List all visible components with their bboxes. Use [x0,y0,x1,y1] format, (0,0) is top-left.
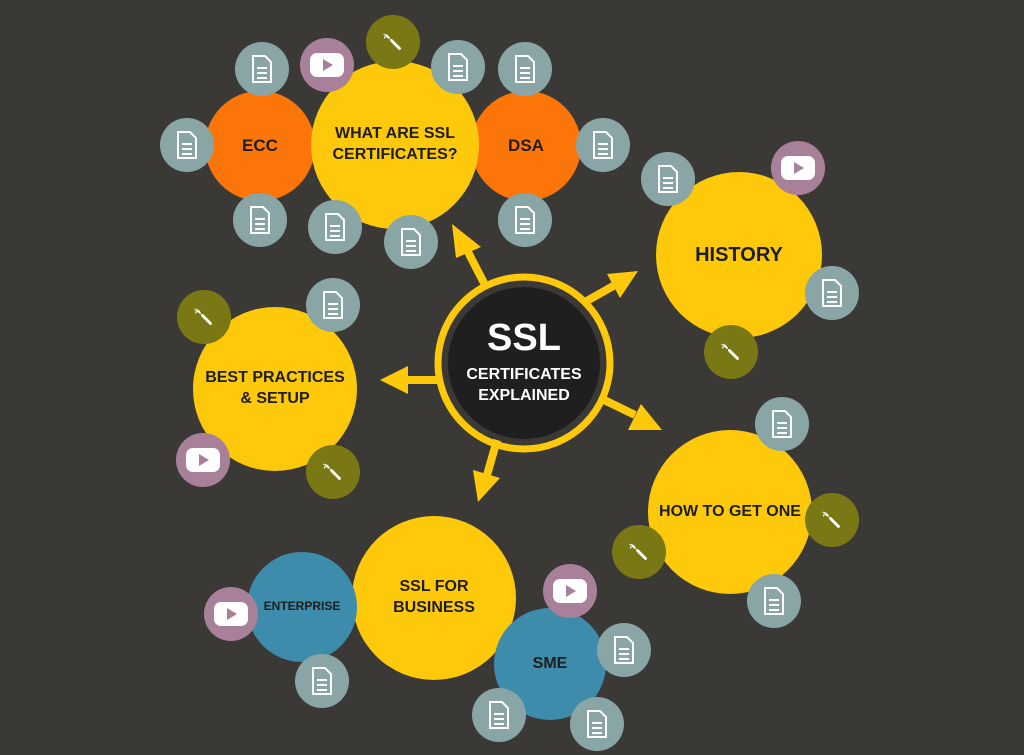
node-enterprise[interactable]: ENTERPRISE [247,552,357,662]
video-badge[interactable] [771,141,825,195]
document-icon [764,587,784,615]
document-badge[interactable] [641,152,695,206]
node-ssl-business[interactable]: SSL FOR BUSINESS [352,516,516,680]
arrow-history [583,271,638,306]
node-how-to-get-one[interactable]: HOW TO GET ONE [648,430,812,594]
document-icon [587,710,607,738]
arrow-what-are [452,224,489,287]
document-badge[interactable] [498,193,552,247]
tool-badge[interactable] [306,445,360,499]
node-dsa[interactable]: DSA [471,91,581,201]
arrow-ssl-business [473,438,501,502]
tool-badge[interactable] [704,325,758,379]
document-icon [515,55,535,83]
document-icon [772,410,792,438]
document-badge[interactable] [233,193,287,247]
document-icon [448,53,468,81]
document-badge[interactable] [431,40,485,94]
label-ecc: ECC [242,135,278,155]
document-icon [325,213,345,241]
document-icon [614,636,634,664]
document-icon [489,701,509,729]
document-badge[interactable] [235,42,289,96]
document-badge[interactable] [576,118,630,172]
node-ecc[interactable]: ECC [205,91,315,201]
document-icon [658,165,678,193]
document-badge[interactable] [805,266,859,320]
video-icon [553,579,587,603]
document-badge[interactable] [472,688,526,742]
video-icon [214,602,248,626]
center-subtitle: CERTIFICATES EXPLAINED [466,366,582,404]
document-icon [515,206,535,234]
document-icon [323,291,343,319]
label-ssl-business: SSL FOR BUSINESS [393,578,475,616]
document-badge[interactable] [597,623,651,677]
document-icon [312,667,332,695]
document-icon [250,206,270,234]
arrow-best-practices [380,366,440,394]
document-badge[interactable] [747,574,801,628]
wrench-icon [822,510,840,528]
label-history: HISTORY [695,244,783,266]
document-icon [177,131,197,159]
center-node: SSL CERTIFICATES EXPLAINED [448,287,600,439]
wrench-icon [383,32,401,50]
document-badge[interactable] [306,278,360,332]
video-badge[interactable] [204,587,258,641]
video-icon [310,53,344,77]
label-enterprise: ENTERPRISE [263,599,341,614]
video-icon [781,156,815,180]
wrench-icon [323,462,341,480]
document-icon [252,55,272,83]
document-icon [401,228,421,256]
label-best-practices: BEST PRACTICES & SETUP [205,369,345,407]
document-badge[interactable] [570,697,624,751]
video-icon [186,448,220,472]
video-badge[interactable] [543,564,597,618]
video-badge[interactable] [300,38,354,92]
wrench-icon [721,342,739,360]
tool-badge[interactable] [805,493,859,547]
document-badge[interactable] [384,215,438,269]
tool-badge[interactable] [612,525,666,579]
label-how-to-get-one: HOW TO GET ONE [659,502,801,520]
document-icon [593,131,613,159]
tool-badge[interactable] [177,290,231,344]
center-title: SSL [487,317,561,360]
wrench-icon [629,542,647,560]
label-what-are-ssl: WHAT ARE SSL CERTIFICATES? [332,125,458,163]
document-badge[interactable] [295,654,349,708]
document-badge[interactable] [755,397,809,451]
label-sme: SME [532,654,568,672]
video-badge[interactable] [176,433,230,487]
document-badge[interactable] [160,118,214,172]
document-badge[interactable] [308,200,362,254]
document-badge[interactable] [498,42,552,96]
tool-badge[interactable] [366,15,420,69]
label-dsa: DSA [508,135,544,155]
arrow-how-to-get [598,394,662,430]
document-icon [822,279,842,307]
wrench-icon [194,307,212,325]
